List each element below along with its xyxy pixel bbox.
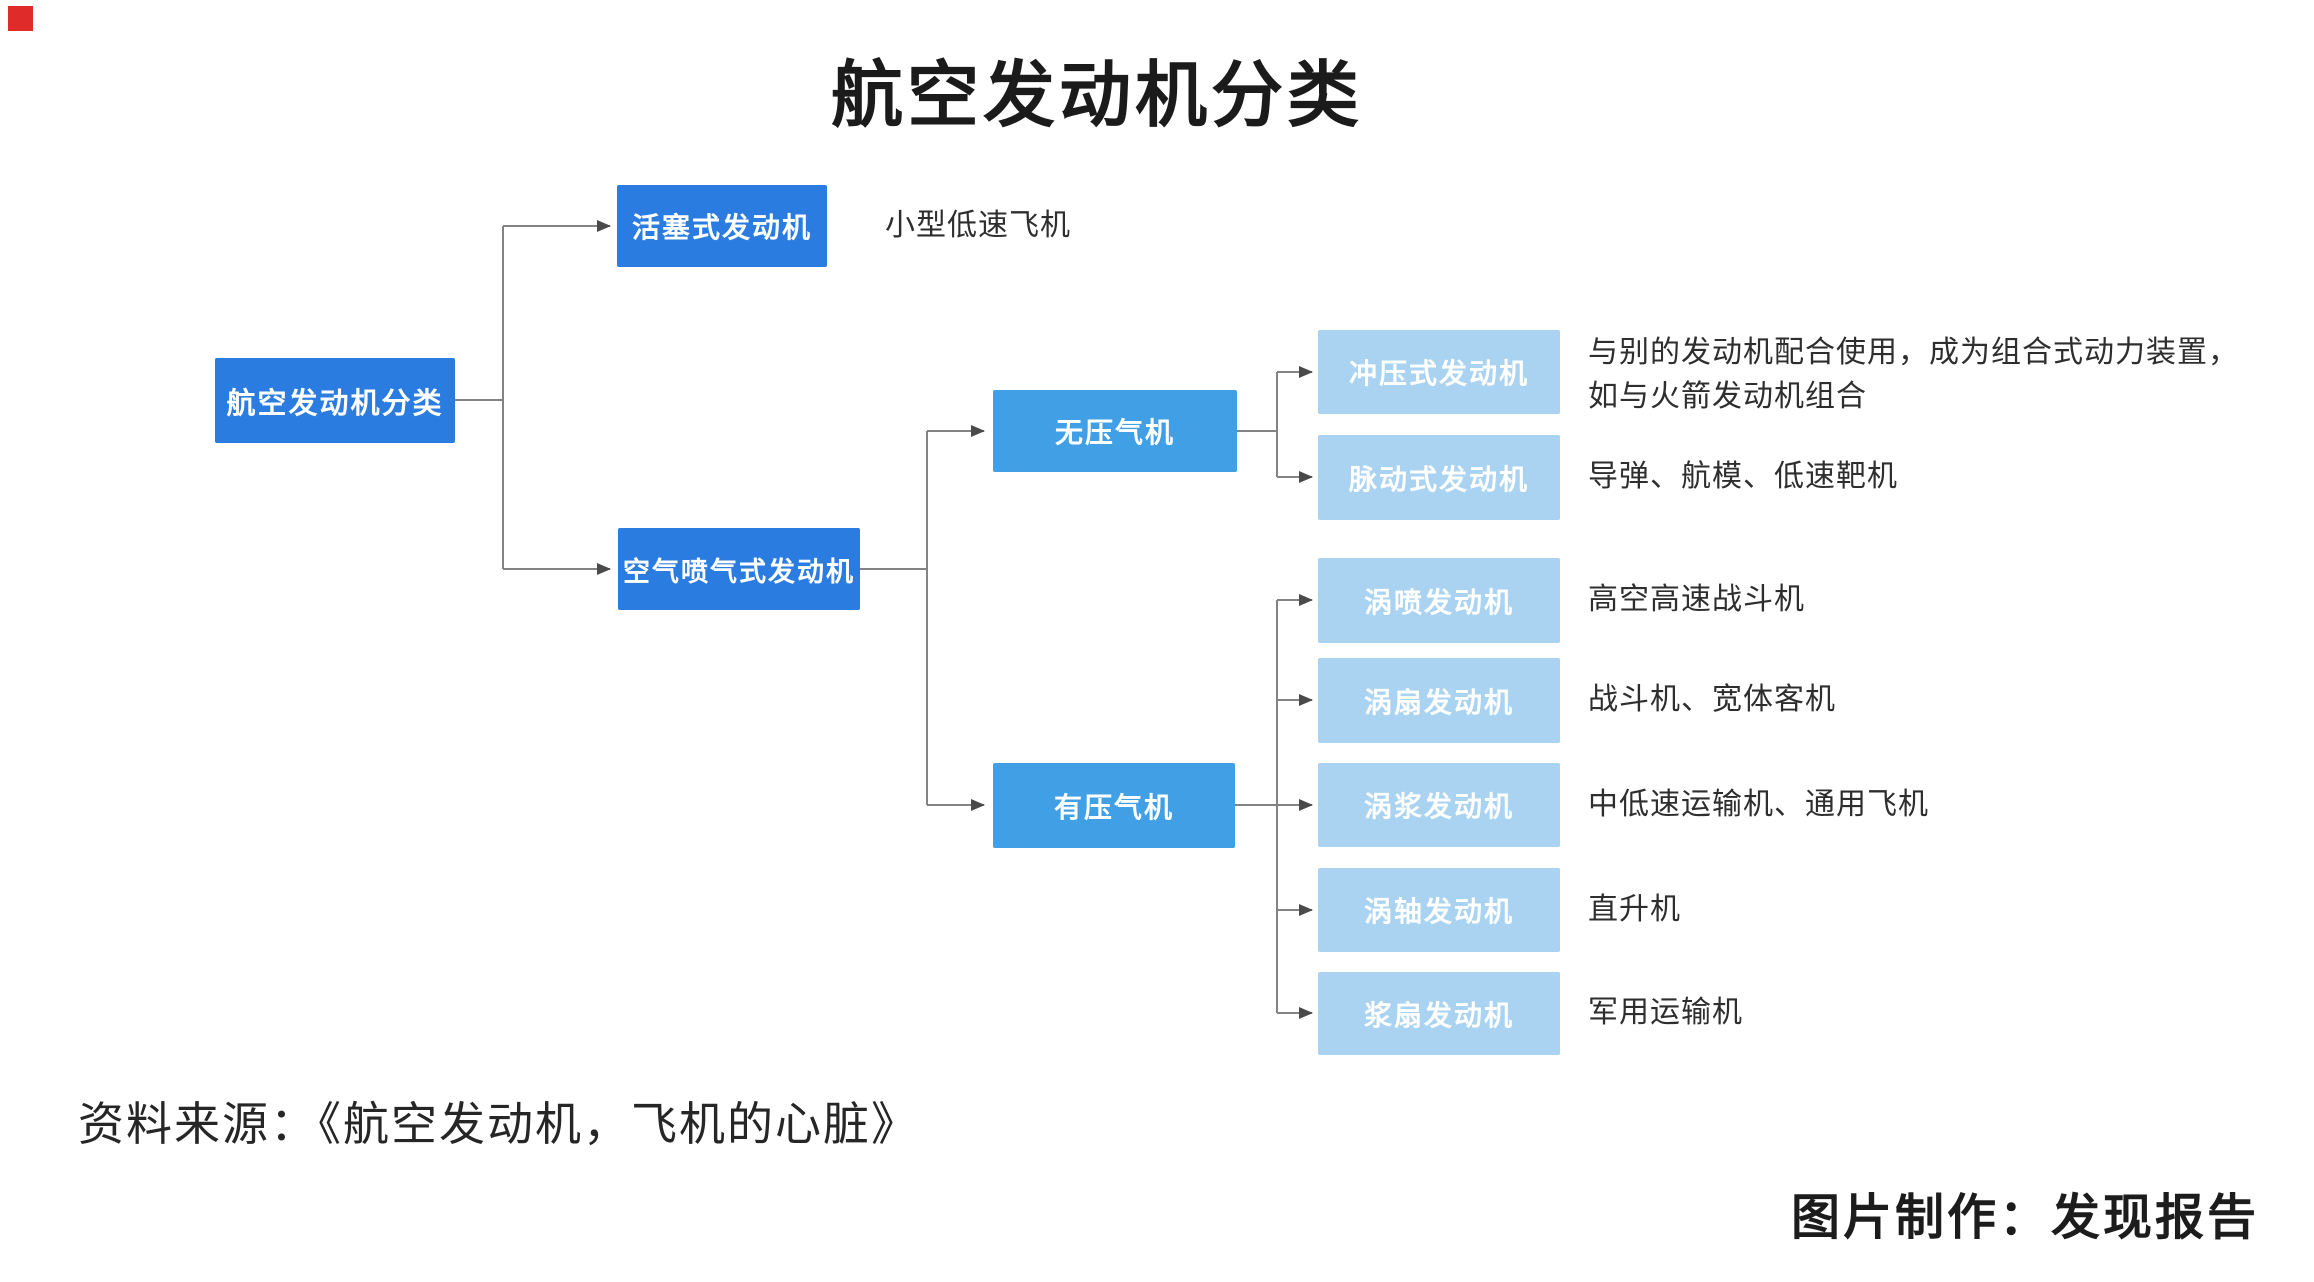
- desc-ramjet-engine: 与别的发动机配合使用，成为组合式动力装置， 如与火箭发动机组合: [1588, 336, 2239, 413]
- node-piston-engine: 活塞式发动机: [617, 185, 827, 267]
- node-turboshaft-engine: 涡轴发动机: [1318, 868, 1560, 952]
- node-air-jet-engine: 空气喷气式发动机: [618, 528, 860, 610]
- node-turboprop-engine: 涡浆发动机: [1318, 763, 1560, 847]
- desc-propfan-engine: 军用运输机: [1588, 996, 1743, 1029]
- node-ramjet-engine: 冲压式发动机: [1318, 330, 1560, 414]
- credit-note: 图片制作：发现报告: [1790, 1191, 2259, 1245]
- node-no-compressor: 无压气机: [993, 390, 1237, 472]
- node-pulse-jet-engine: 脉动式发动机: [1318, 435, 1560, 520]
- page-title: 航空发动机分类: [830, 56, 1363, 136]
- desc-piston-engine: 小型低速飞机: [885, 209, 1071, 242]
- desc-pulse-jet-engine: 导弹、航模、低速靶机: [1588, 460, 1898, 493]
- node-propfan-engine: 浆扇发动机: [1318, 972, 1560, 1055]
- desc-turboprop-engine: 中低速运输机、通用飞机: [1588, 788, 1929, 821]
- node-root: 航空发动机分类: [215, 358, 455, 443]
- node-turbofan-engine: 涡扇发动机: [1318, 658, 1560, 743]
- source-note: 资料来源：《航空发动机，飞机的心脏》: [78, 1098, 919, 1150]
- red-corner-artifact: [8, 6, 33, 31]
- desc-turbofan-engine: 战斗机、宽体客机: [1588, 683, 1836, 716]
- node-with-compressor: 有压气机: [993, 763, 1235, 848]
- desc-turboshaft-engine: 直升机: [1588, 893, 1681, 926]
- node-turbojet-engine: 涡喷发动机: [1318, 558, 1560, 643]
- desc-turbojet-engine: 高空高速战斗机: [1588, 583, 1805, 616]
- connector-group: [455, 220, 1313, 1019]
